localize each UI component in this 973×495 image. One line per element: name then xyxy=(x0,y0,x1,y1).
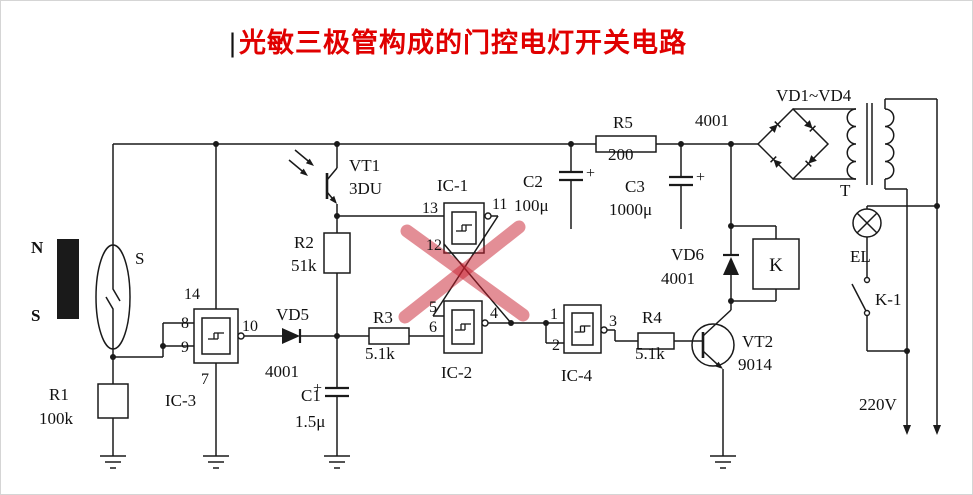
resistor-r3 xyxy=(368,327,410,345)
ic1-pin-13: 13 xyxy=(422,200,438,217)
magnet-s-label: S xyxy=(31,306,40,325)
ic1-name: IC-1 xyxy=(437,176,468,195)
lamp-name: EL xyxy=(850,247,871,266)
resistor-r5 xyxy=(595,135,657,153)
ic4-name: IC-4 xyxy=(561,366,593,385)
junction-dots xyxy=(110,141,940,360)
bridge-name: VD1~VD4 xyxy=(776,86,852,105)
ground-symbol xyxy=(710,455,736,469)
ic1-gate xyxy=(443,202,492,254)
vt1-value: 3DU xyxy=(349,179,382,198)
vd6-value: 4001 xyxy=(661,269,695,288)
transformer-name: T xyxy=(840,181,851,200)
r2-value: 51k xyxy=(291,256,317,275)
r3-name: R3 xyxy=(373,308,393,327)
mains-arrows xyxy=(903,425,941,435)
vd6-name: VD6 xyxy=(671,245,704,264)
schmitt-symbol xyxy=(208,332,224,340)
ic4-pin-3: 3 xyxy=(609,313,617,330)
ic3-pin-9: 9 xyxy=(181,339,189,356)
watermark-x xyxy=(398,220,530,324)
ic4-pin-2: 2 xyxy=(552,337,560,354)
ground-symbol xyxy=(324,455,350,469)
relay-coil xyxy=(752,238,800,290)
capacitor-c1 xyxy=(325,386,349,398)
title-text: 光敏三极管构成的门控电灯开关电路 xyxy=(239,28,688,58)
ic2-name: IC-2 xyxy=(441,363,472,382)
relay-name: K xyxy=(769,255,783,276)
r4-name: R4 xyxy=(642,308,662,327)
vd5-name: VD5 xyxy=(276,305,309,324)
c1-name: C1 xyxy=(301,386,321,405)
r1-value: 100k xyxy=(39,409,74,428)
bridge-type: 4001 xyxy=(695,111,729,130)
ic3-pin-10: 10 xyxy=(242,318,258,335)
magnet xyxy=(57,239,79,319)
lamp-el xyxy=(852,208,882,238)
phototransistor-vt1 xyxy=(288,149,337,204)
r2-name: R2 xyxy=(294,233,314,252)
transformer xyxy=(846,103,895,185)
c3-value: 1000μ xyxy=(609,200,652,219)
c3-plus: + xyxy=(696,169,705,186)
labels: N S S R1 100k IC-3 14 8 9 10 7 VD5 4001 … xyxy=(31,86,901,431)
ic3-name: IC-3 xyxy=(165,391,196,410)
ic2-pin-5: 5 xyxy=(429,299,437,316)
c2-value: 100μ xyxy=(514,196,549,215)
magnet-n-label: N xyxy=(31,238,44,257)
resistor-r2 xyxy=(323,232,351,274)
diode-vd6 xyxy=(723,253,739,275)
ic3-pin-7: 7 xyxy=(201,371,209,388)
resistor-r4 xyxy=(637,332,675,350)
vd5-value: 4001 xyxy=(265,362,299,381)
c3-name: C3 xyxy=(625,177,645,196)
reed-label: S xyxy=(135,249,144,268)
c1-plus: + xyxy=(313,380,322,397)
mains-label: 220V xyxy=(859,395,898,414)
ic2-pin-4: 4 xyxy=(490,305,498,322)
c2-name: C2 xyxy=(523,172,543,191)
wires xyxy=(112,98,938,456)
ic4-gate xyxy=(563,304,608,354)
schmitt-symbol xyxy=(456,224,472,232)
transistor-vt2 xyxy=(691,323,735,369)
schmitt-symbol xyxy=(455,323,471,331)
r5-value: 200 xyxy=(608,145,634,164)
contact-name: K-1 xyxy=(875,290,901,309)
title-cursor: | xyxy=(229,28,238,58)
reed-switch xyxy=(95,244,131,350)
r1-name: R1 xyxy=(49,385,69,404)
ic4-pin-1: 1 xyxy=(550,306,558,323)
page-title: |光敏三极管构成的门控电灯开关电路 xyxy=(229,21,687,60)
ic3-pin-8: 8 xyxy=(181,315,189,332)
ground-symbol xyxy=(203,455,229,469)
ic2-gate xyxy=(443,300,489,354)
capacitor-c2 xyxy=(559,170,583,182)
r4-value: 5.1k xyxy=(635,344,665,363)
c2-plus: + xyxy=(586,165,595,182)
ic1-pin-12: 12 xyxy=(426,237,442,254)
resistor-r1 xyxy=(97,383,129,419)
diode-vd5 xyxy=(282,328,302,344)
c1-value: 1.5μ xyxy=(295,412,325,431)
r5-name: R5 xyxy=(613,113,633,132)
vt2-value: 9014 xyxy=(738,355,773,374)
ic2-pin-6: 6 xyxy=(429,319,437,336)
vt2-name: VT2 xyxy=(742,332,773,351)
ground-symbol xyxy=(100,455,126,469)
ic3-gate xyxy=(193,308,245,364)
bridge-diode xyxy=(804,120,816,132)
schmitt-symbol xyxy=(574,325,591,333)
vt1-name: VT1 xyxy=(349,156,380,175)
ic1-pin-11: 11 xyxy=(492,196,507,213)
capacitor-c3 xyxy=(669,175,693,187)
bridge-rectifier xyxy=(756,107,830,181)
switch-k1 xyxy=(851,276,871,317)
ic3-pin-14: 14 xyxy=(184,286,200,303)
r3-value: 5.1k xyxy=(365,344,395,363)
